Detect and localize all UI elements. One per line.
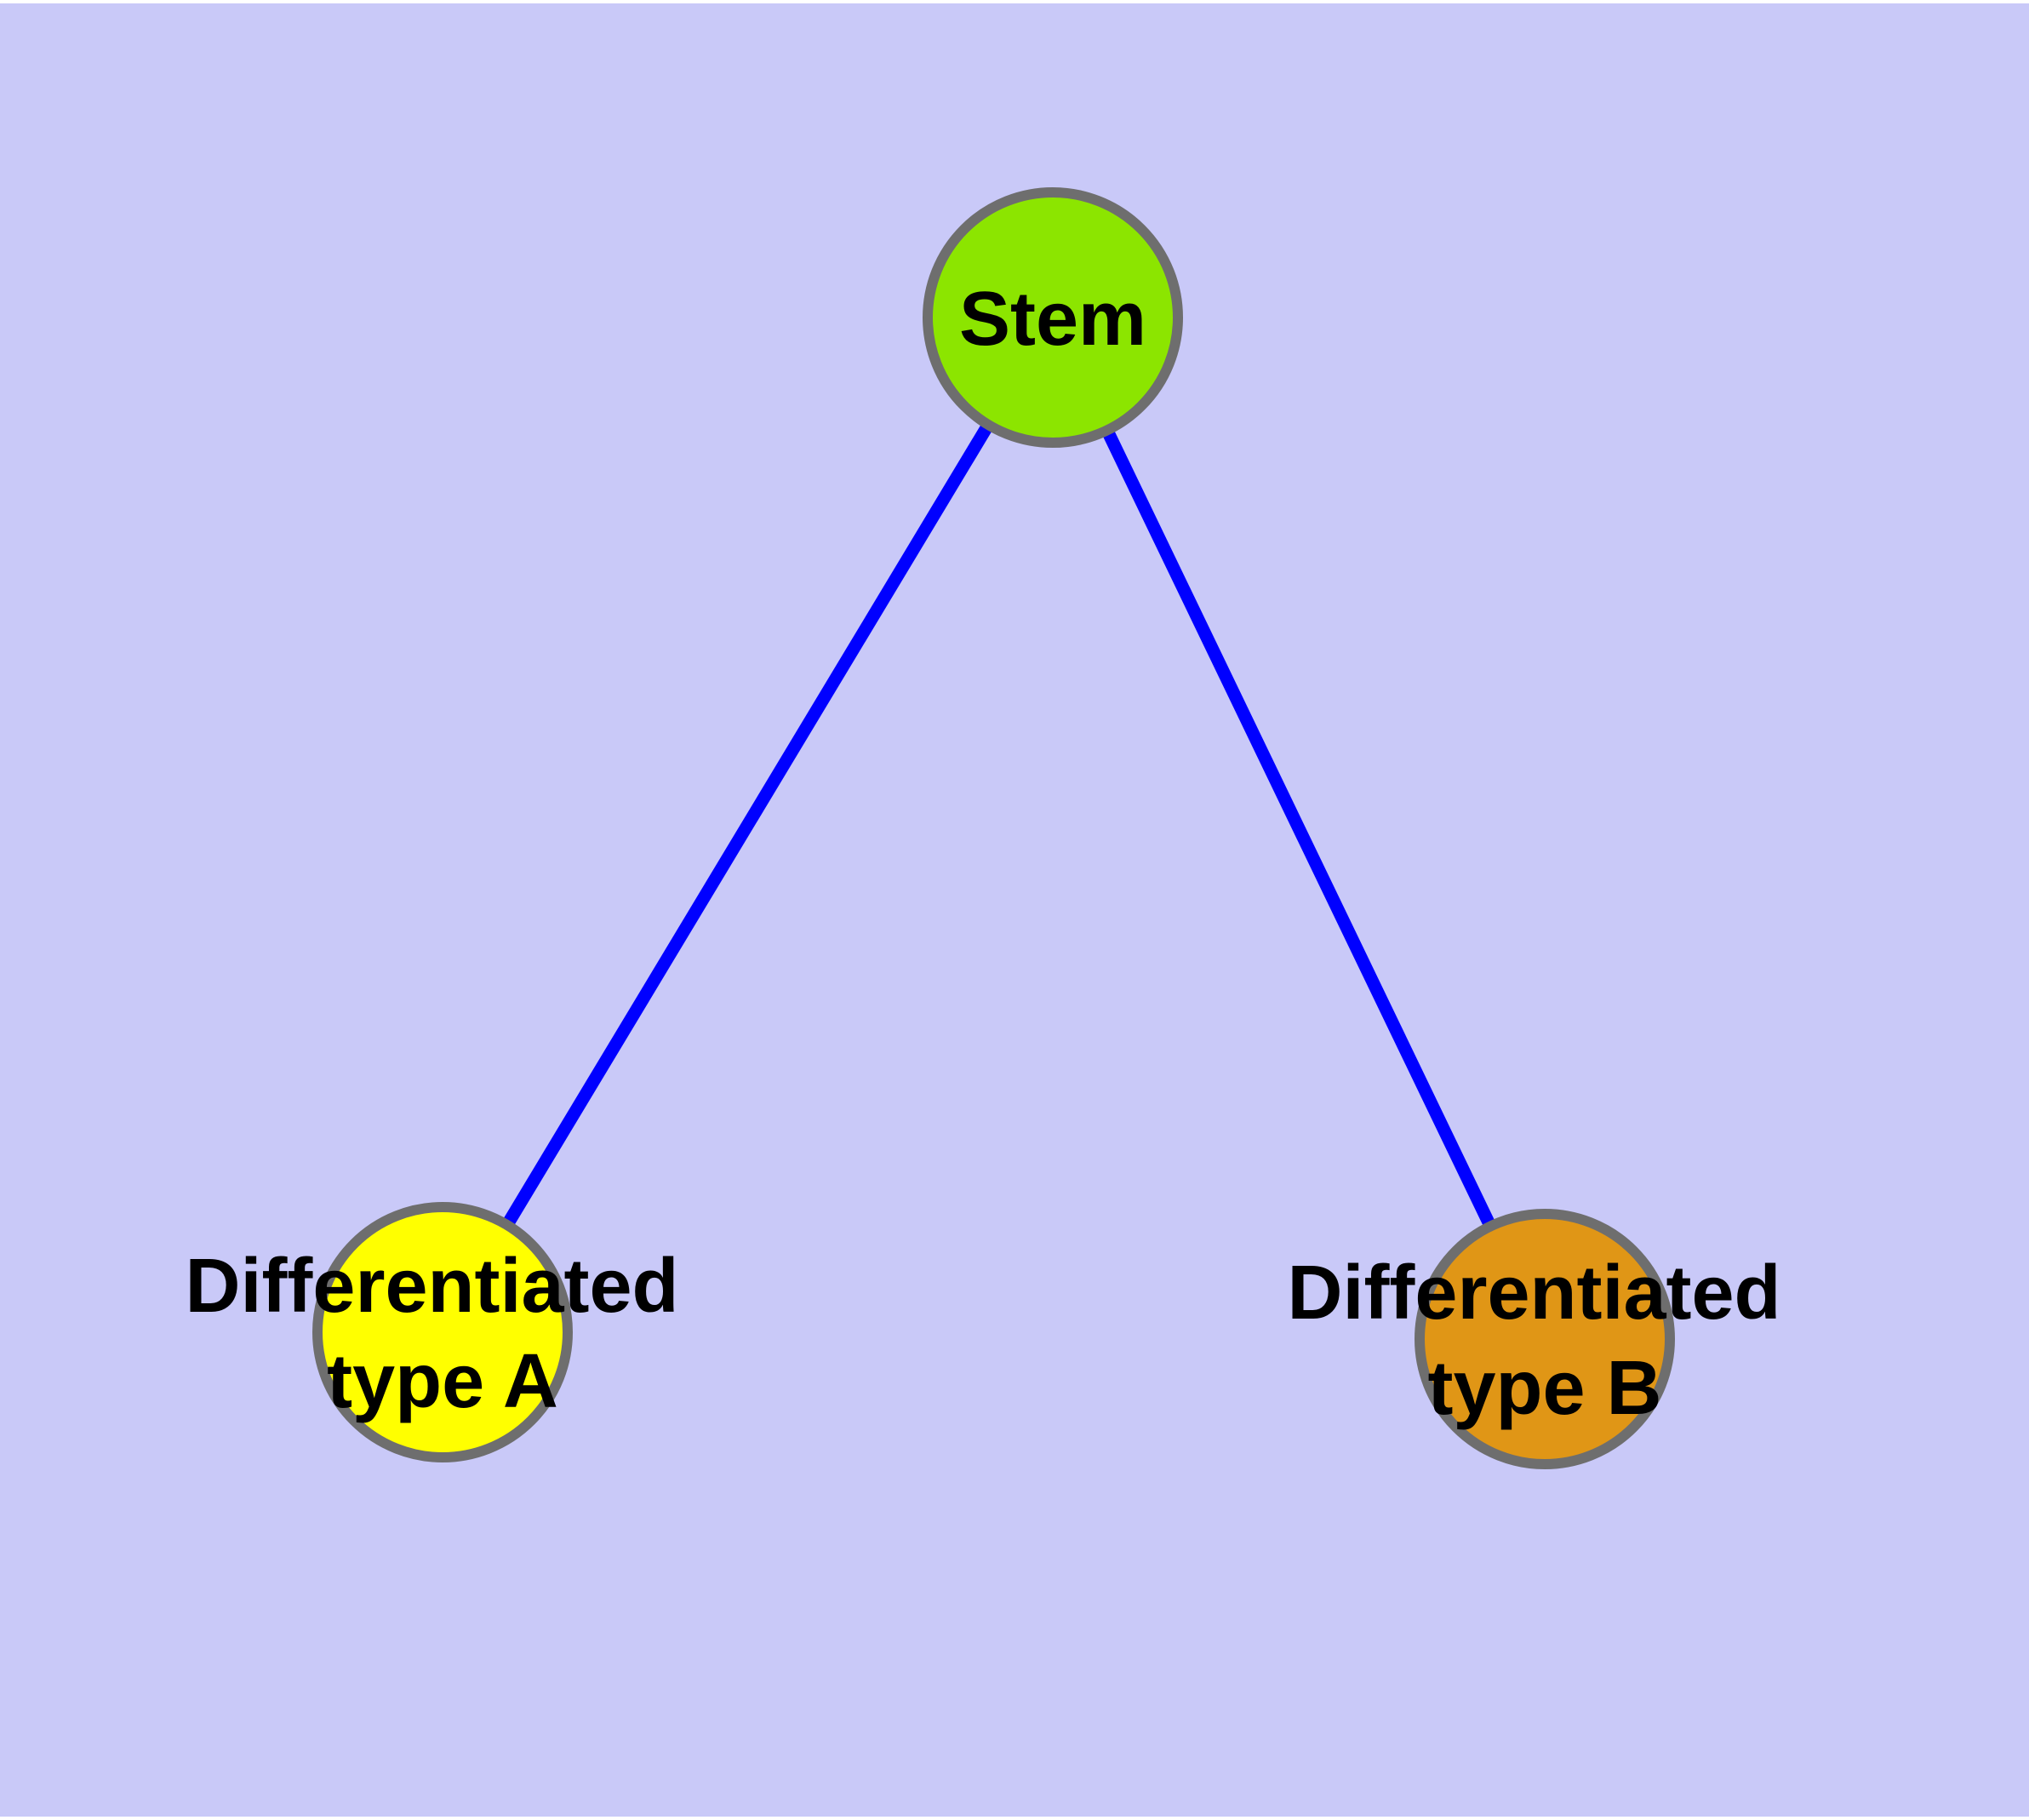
node-stem-label: Stem (959, 277, 1146, 362)
node-stem-label-line-1: Stem (959, 277, 1146, 362)
node-differentiated-type-b (1415, 1209, 1675, 1469)
node-type-a-label-line-1: Differentiated (185, 1244, 678, 1329)
node-type-b-label-line-1: Differentiated (1287, 1251, 1780, 1336)
node-differentiated-type-a (312, 1202, 573, 1462)
node-stem (923, 187, 1183, 448)
node-type-b-label-line-2: type B (1427, 1346, 1661, 1431)
node-type-a-label: Differentiated type A (185, 1244, 700, 1424)
edge-stem-to-type-a (437, 314, 1059, 1336)
edge-stem-to-type-b (1047, 314, 1551, 1342)
node-type-a-label-line-2: type A (327, 1339, 558, 1424)
node-type-b-label: Differentiated type B (1287, 1251, 1802, 1431)
